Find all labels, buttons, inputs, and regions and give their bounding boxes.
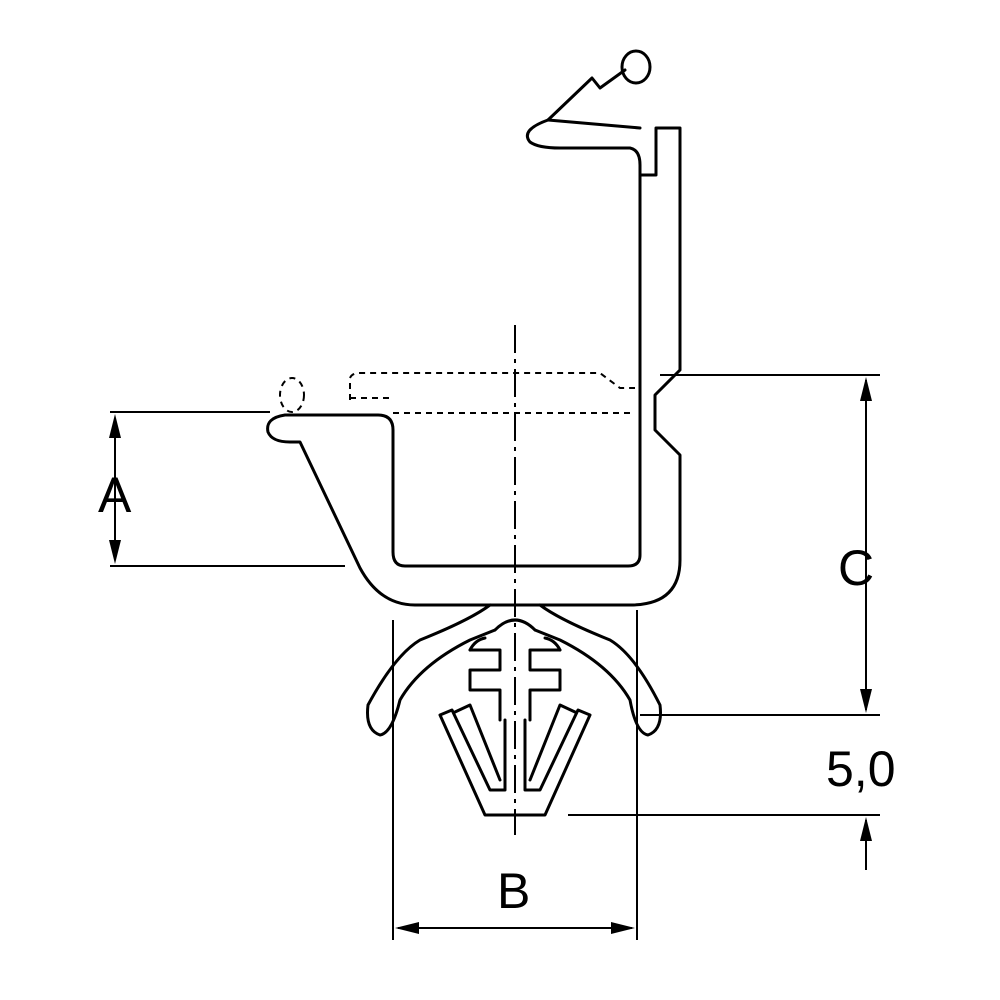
dimension-label-c: C xyxy=(838,540,874,596)
dimension-label-gap: 5,0 xyxy=(826,741,896,797)
dimension-label-a: A xyxy=(98,467,132,523)
dimension-label-b: B xyxy=(497,863,530,919)
dimension-lines xyxy=(109,374,880,940)
hidden-lines xyxy=(279,372,635,414)
clip-outline xyxy=(266,49,682,817)
